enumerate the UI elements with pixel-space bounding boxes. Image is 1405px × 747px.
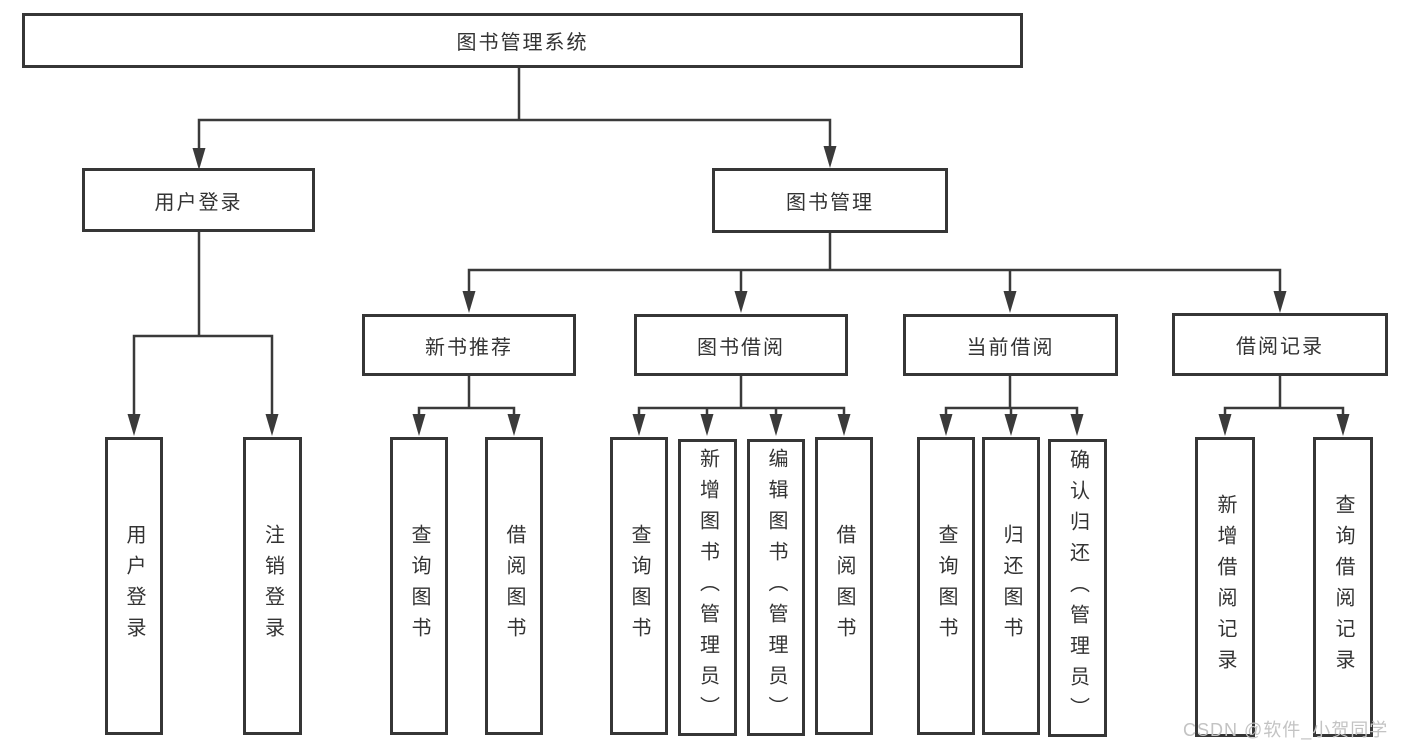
- node-user-login-branch: 用户登录: [82, 168, 315, 232]
- leaf-query-books-borrowing-label: 查询图书: [628, 524, 650, 648]
- leaf-user-login-label: 用户登录: [123, 524, 145, 648]
- node-book-management-branch: 图书管理: [712, 168, 948, 233]
- leaf-add-borrow-record: 新增借阅记录: [1195, 437, 1255, 737]
- node-book-management-branch-label: 图书管理: [786, 192, 874, 214]
- node-book-borrowing: 图书借阅: [634, 314, 848, 376]
- leaf-query-borrow-record-label: 查询借阅记录: [1332, 494, 1354, 680]
- leaf-add-books-admin: 新增图书（管理员）: [678, 439, 737, 736]
- node-borrowing-records-label: 借阅记录: [1236, 336, 1324, 358]
- node-current-borrowing-label: 当前借阅: [966, 336, 1055, 359]
- node-root-system-label: 图书管理系统: [456, 32, 589, 54]
- node-root-system: 图书管理系统: [22, 13, 1023, 68]
- leaf-query-borrow-record: 查询借阅记录: [1313, 437, 1373, 737]
- csdn-watermark: CSDN @软件_小贺同学: [1183, 720, 1389, 740]
- node-book-borrowing-label: 图书借阅: [697, 336, 785, 359]
- leaf-query-books-borrowing: 查询图书: [610, 437, 668, 735]
- leaf-query-books-current-label: 查询图书: [935, 524, 957, 648]
- leaf-return-books-label: 归还图书: [1000, 524, 1022, 648]
- leaf-edit-books-admin: 编辑图书（管理员）: [747, 439, 805, 736]
- node-user-login-branch-label: 用户登录: [154, 191, 243, 214]
- leaf-logout-label: 注销登录: [261, 524, 284, 648]
- node-new-book-recommendation-label: 新书推荐: [425, 336, 513, 359]
- node-new-book-recommendation: 新书推荐: [362, 314, 576, 376]
- leaf-borrow-books-recommend: 借阅图书: [485, 437, 543, 735]
- leaf-add-borrow-record-label: 新增借阅记录: [1214, 494, 1236, 680]
- leaf-add-books-admin-label: 新增图书（管理员）: [696, 448, 719, 727]
- leaf-confirm-return-admin: 确认归还（管理员）: [1048, 439, 1107, 737]
- leaf-query-books-current: 查询图书: [917, 437, 975, 735]
- leaf-user-login: 用户登录: [105, 437, 163, 735]
- node-current-borrowing: 当前借阅: [903, 314, 1118, 376]
- leaf-confirm-return-admin-label: 确认归还（管理员）: [1066, 448, 1089, 728]
- leaf-query-books-recommend-label: 查询图书: [408, 524, 430, 648]
- node-borrowing-records: 借阅记录: [1172, 313, 1388, 376]
- leaf-borrow-books-recommend-label: 借阅图书: [503, 524, 525, 648]
- leaf-borrow-books-label: 借阅图书: [833, 524, 855, 648]
- leaf-logout: 注销登录: [243, 437, 302, 735]
- leaf-return-books: 归还图书: [982, 437, 1040, 735]
- leaf-query-books-recommend: 查询图书: [390, 437, 448, 735]
- leaf-edit-books-admin-label: 编辑图书（管理员）: [765, 448, 787, 727]
- leaf-borrow-books: 借阅图书: [815, 437, 873, 735]
